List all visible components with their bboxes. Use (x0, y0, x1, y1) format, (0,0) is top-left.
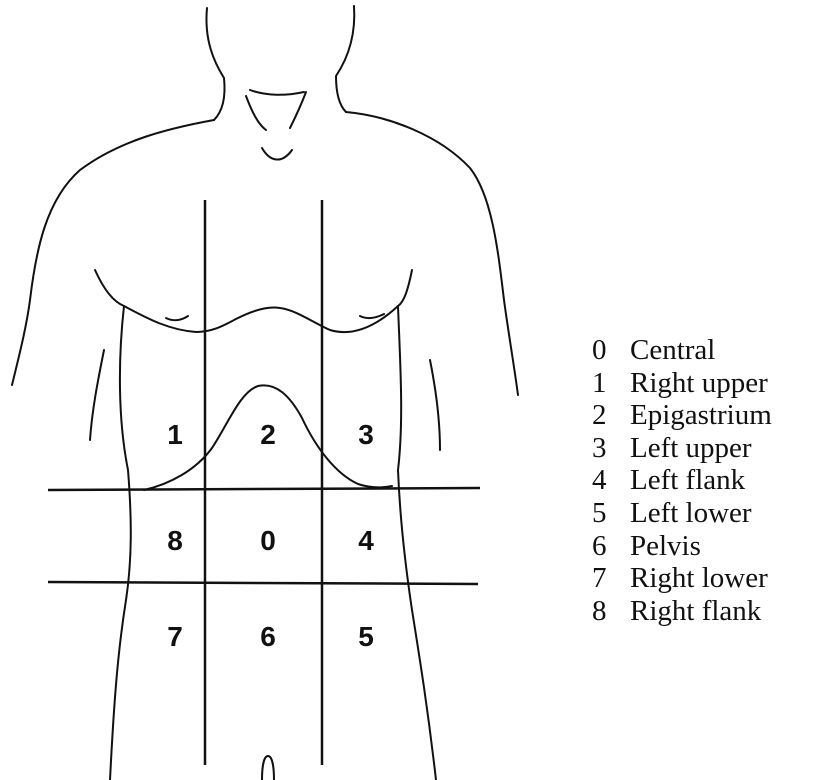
left-armpit (95, 270, 124, 306)
legend-name: Right lower (630, 562, 768, 595)
legend-name: Left upper (630, 432, 752, 465)
right-arm-inner (430, 360, 440, 450)
right-shoulder-arm-outline (346, 112, 518, 395)
sternal-notch (262, 148, 292, 160)
left-arm-inner (90, 350, 104, 440)
pectoral-line (124, 306, 398, 332)
legend-number: 7 (592, 562, 630, 595)
left-shoulder-arm-outline (12, 120, 214, 385)
legend-name: Pelvis (630, 530, 701, 563)
left-nipple (166, 316, 188, 320)
legend-number: 3 (592, 432, 630, 465)
region-label-5: 5 (358, 621, 374, 652)
region-label-4: 4 (358, 525, 374, 556)
collar-line (250, 90, 304, 95)
region-label-3: 3 (358, 419, 374, 450)
legend-name: Left lower (630, 497, 752, 530)
genital-outline (262, 756, 274, 780)
horizontal-line-intertubercular (48, 582, 478, 584)
legend-name: Epigastrium (630, 399, 772, 432)
region-label-8: 8 (167, 525, 183, 556)
legend-number: 5 (592, 497, 630, 530)
legend-number: 1 (592, 367, 630, 400)
legend-name: Left flank (630, 464, 745, 497)
torso-right-side (398, 306, 436, 780)
region-label-6: 6 (260, 621, 276, 652)
legend-name: Right upper (630, 367, 768, 400)
right-nipple (360, 314, 384, 318)
legend-name: Central (630, 334, 715, 367)
legend-number: 0 (592, 334, 630, 367)
region-label-7: 7 (167, 621, 183, 652)
legend-name: Right flank (630, 595, 761, 628)
horizontal-line-subcostal (48, 488, 480, 490)
legend-number: 4 (592, 464, 630, 497)
region-label-0: 0 (260, 525, 276, 556)
legend-number: 8 (592, 595, 630, 628)
legend-number: 6 (592, 530, 630, 563)
torso-left-side (110, 306, 131, 780)
legend-number: 2 (592, 399, 630, 432)
neck-right-outline (336, 6, 354, 112)
region-label-2: 2 (260, 419, 276, 450)
right-armpit (398, 270, 412, 306)
region-label-1: 1 (167, 419, 183, 450)
throat-line-right (290, 92, 306, 128)
neck-left-outline (206, 8, 224, 120)
throat-line-left (246, 96, 266, 130)
